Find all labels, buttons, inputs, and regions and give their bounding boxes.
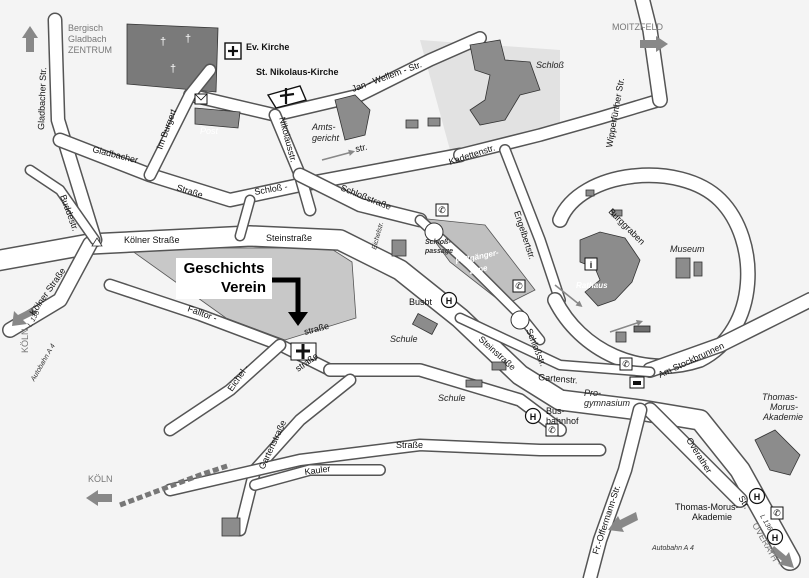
post-building bbox=[194, 107, 241, 129]
street-str: str. bbox=[354, 142, 368, 154]
poi-gymnasium: gymnasium bbox=[584, 398, 631, 408]
bus-stops: H H H H bbox=[440, 291, 784, 546]
poi-gericht: gericht bbox=[312, 133, 340, 143]
poi-akademie-top-1: Thomas- bbox=[762, 392, 798, 402]
poi-schloss-passage: Schloß- bbox=[425, 239, 451, 246]
callout-line-2: Verein bbox=[220, 279, 266, 296]
phone-icon bbox=[512, 279, 526, 293]
svg-text:i: i bbox=[590, 260, 593, 270]
poi-akademie-bottom-2: Akademie bbox=[692, 512, 732, 522]
poi-amts: Amts- bbox=[311, 122, 336, 132]
svg-text:✆: ✆ bbox=[515, 281, 523, 291]
poi-pro: Pro- bbox=[584, 388, 601, 398]
poi-akademie-bottom-1: Thomas-Morus- bbox=[675, 502, 739, 512]
label-koeln-top: KÖLN bbox=[20, 328, 30, 353]
schule-2-building bbox=[465, 379, 483, 388]
arrow-right-icon bbox=[640, 36, 668, 52]
street-kauler: Kauler bbox=[304, 463, 331, 477]
poi-bahnhof: bahnhof bbox=[546, 416, 579, 426]
bus-stop-icon: H bbox=[754, 492, 761, 502]
bus-stop-icon: H bbox=[530, 412, 537, 422]
poi-bus: Bus- bbox=[546, 406, 565, 416]
svg-text:✆: ✆ bbox=[622, 359, 630, 369]
buildings bbox=[194, 39, 801, 537]
phone-icon bbox=[545, 423, 559, 437]
schloss-building bbox=[469, 39, 541, 126]
phone-icon bbox=[435, 203, 449, 217]
poi-ev-kirche: Ev. Kirche bbox=[246, 42, 289, 52]
svg-text:✆: ✆ bbox=[548, 425, 556, 435]
poi-museum: Museum bbox=[670, 244, 705, 254]
cross-icon bbox=[228, 46, 238, 56]
arrow-down-left-icon-2 bbox=[608, 512, 638, 532]
poi-akademie-top-2: Morus- bbox=[770, 402, 798, 412]
street-gartenstr: Gartenstr. bbox=[538, 372, 578, 385]
street-koelner-strasse: Kölner Straße bbox=[124, 235, 180, 245]
bus-stop-icon: H bbox=[772, 533, 779, 543]
museum-building bbox=[675, 257, 691, 279]
street-steinstrasse: Steinstraße bbox=[266, 233, 312, 243]
church-symbols bbox=[224, 42, 317, 361]
svg-text:✆: ✆ bbox=[773, 508, 781, 518]
poi-rathaus: Rathaus bbox=[576, 281, 608, 290]
poi-passage: passage bbox=[424, 248, 453, 255]
akademie-building bbox=[754, 429, 801, 476]
direction-arrows bbox=[12, 26, 794, 568]
info-icon bbox=[584, 257, 598, 271]
street-strasse-d: Straße bbox=[396, 440, 423, 450]
schule-1-building bbox=[411, 312, 439, 336]
amtsgericht-building bbox=[334, 94, 371, 141]
label-moitzfeld: MOITZFELD bbox=[612, 22, 663, 32]
arrow-left-icon bbox=[86, 490, 112, 506]
cemetery bbox=[126, 23, 219, 93]
svg-text:†: † bbox=[185, 33, 191, 45]
arrow-up-icon bbox=[22, 26, 38, 52]
bus-stop-icon: H bbox=[446, 296, 453, 306]
poi-zone: zone bbox=[468, 263, 489, 276]
phone-icons: ✆ ✆ ✆ ✆ ✆ bbox=[435, 203, 784, 520]
poi-schloss: Schloß bbox=[536, 60, 565, 70]
label-koeln-bottom: KÖLN bbox=[88, 474, 113, 484]
street-gladbacher-str: Gladbacher Str. bbox=[36, 67, 48, 130]
label-bergisch: Bergisch bbox=[68, 23, 103, 33]
post-icon bbox=[194, 93, 208, 105]
geschichtsverein-callout: Geschichts Verein bbox=[176, 258, 272, 299]
arrow-down-right-icon bbox=[770, 546, 794, 568]
phone-icon bbox=[770, 506, 784, 520]
svg-text:✆: ✆ bbox=[438, 205, 446, 215]
poi-busbt: Busbt bbox=[409, 297, 433, 307]
poi-post: Post bbox=[200, 126, 219, 136]
label-gladbach: Gladbach bbox=[68, 34, 107, 44]
svg-text:†: † bbox=[170, 63, 176, 75]
poi-akademie-top-3: Akademie bbox=[762, 412, 803, 422]
poi-st-nikolaus: St. Nikolaus-Kirche bbox=[256, 67, 339, 77]
poi-schule-1: Schule bbox=[390, 334, 418, 344]
callout-arrow bbox=[272, 277, 301, 312]
label-autobahn-right: Autobahn A 4 bbox=[651, 545, 694, 552]
svg-text:†: † bbox=[160, 36, 166, 48]
geschichtsverein-cross-icon bbox=[296, 344, 310, 359]
arrow-down-left-icon bbox=[12, 308, 37, 326]
callout-line-1: Geschichts bbox=[183, 260, 265, 277]
label-zentrum: ZENTRUM bbox=[68, 45, 112, 55]
phone-icon bbox=[619, 357, 633, 371]
poi-schule-2: Schule bbox=[438, 393, 466, 403]
